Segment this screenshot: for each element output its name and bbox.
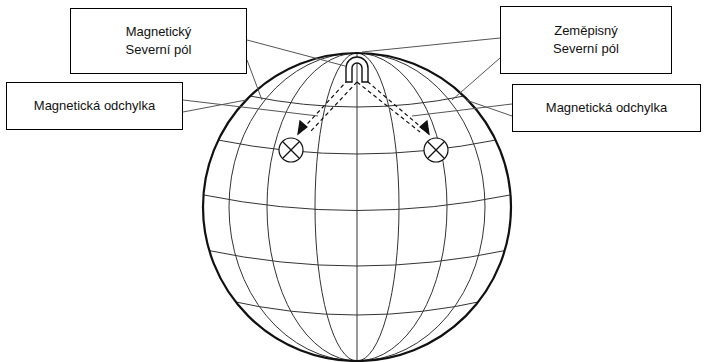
deviation-arrow (298, 82, 429, 134)
label-box: Magnetická odchylka (6, 82, 183, 130)
box-label: Magnetický Severní pól (111, 23, 207, 58)
magnet-symbol (346, 57, 368, 82)
box-label: Magnetická odchylka (546, 99, 667, 117)
label-box: Magnetická odchylka (512, 84, 701, 132)
box-label: Magnetická odchylka (34, 97, 155, 115)
label-box: Zeměpisný Severní pól (500, 6, 672, 74)
box-label: Zeměpisný Severní pól (538, 22, 634, 57)
globe-grid (204, 50, 510, 362)
globe-outline (203, 53, 511, 361)
compass-symbol (279, 138, 448, 162)
label-box: Magnetický Severní pól (70, 8, 247, 74)
